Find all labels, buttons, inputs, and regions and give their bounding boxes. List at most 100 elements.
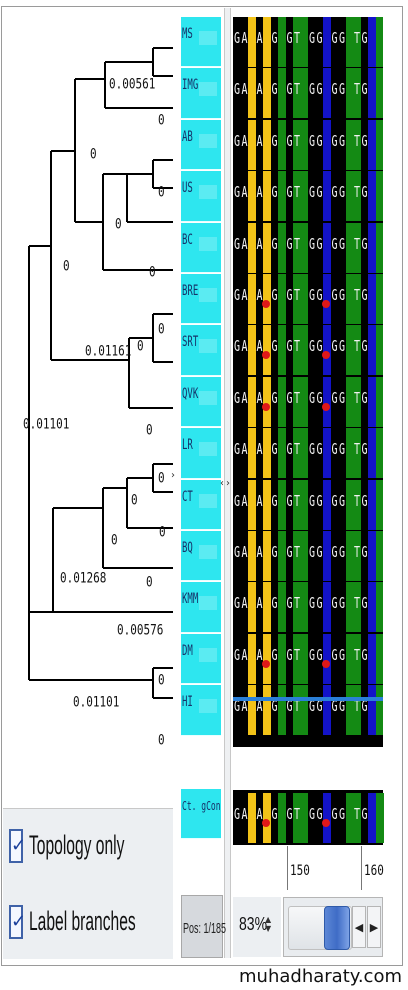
scrollbar-thumb[interactable] bbox=[324, 906, 350, 950]
stepper-icon[interactable]: ▲▼ bbox=[265, 915, 272, 933]
base-letter: G bbox=[331, 185, 338, 202]
consensus-name-row[interactable]: Ct. gCons bbox=[181, 789, 221, 839]
alignment-cell: A bbox=[240, 119, 249, 170]
alignment-cell: G bbox=[360, 68, 369, 119]
sequence-name-row[interactable]: LR bbox=[181, 428, 221, 479]
sequence-name: DM bbox=[182, 643, 193, 660]
alignment-cell bbox=[368, 68, 376, 119]
base-letter: G bbox=[286, 545, 293, 562]
name-highlight bbox=[199, 493, 217, 508]
zoom-control[interactable]: 83% ▲▼ bbox=[233, 897, 281, 957]
base-letter: G bbox=[271, 185, 278, 202]
base-letter: T bbox=[353, 288, 361, 305]
base-letter: T bbox=[353, 493, 361, 511]
base-letter: G bbox=[271, 133, 278, 151]
base-letter: G bbox=[233, 185, 241, 202]
base-letter: G bbox=[338, 31, 346, 48]
alignment-cell: G bbox=[270, 119, 279, 170]
alignment-cell bbox=[300, 376, 309, 427]
alignment-cell bbox=[375, 376, 383, 427]
sequence-name-row[interactable]: BRE bbox=[181, 274, 221, 325]
alignment-cell bbox=[300, 793, 309, 843]
label-branches-option[interactable]: ✓ Label branches bbox=[9, 897, 174, 947]
base-letter: A bbox=[256, 133, 263, 151]
base-letter: G bbox=[308, 390, 316, 408]
base-letter: G bbox=[361, 288, 368, 305]
sequence-name-row[interactable]: HI bbox=[181, 685, 221, 736]
alignment-cell: T bbox=[293, 68, 301, 119]
branch-label: 0 bbox=[149, 264, 156, 281]
arrow-right-icon[interactable]: ▶ bbox=[367, 906, 381, 948]
label-branches-checkbox[interactable]: ✓ bbox=[9, 905, 26, 939]
alignment-cell: A bbox=[240, 793, 249, 843]
alignment-cell: G bbox=[308, 633, 316, 684]
alignment-cell: G bbox=[270, 633, 279, 684]
alignment-cell: G bbox=[338, 531, 346, 581]
branch-label: 0.01101 bbox=[23, 416, 70, 433]
alignment-cell: G bbox=[270, 274, 279, 324]
base-letter: T bbox=[353, 185, 361, 202]
sequence-name-row[interactable]: SRT bbox=[181, 325, 221, 376]
alignment-cell: G bbox=[233, 68, 241, 119]
alignment-cell bbox=[248, 17, 256, 67]
alignment-cell bbox=[368, 119, 376, 170]
alignment-cell: G bbox=[233, 222, 241, 273]
sequence-name-row[interactable]: BC bbox=[181, 222, 221, 273]
alignment-cell bbox=[300, 479, 309, 530]
alignment-cell bbox=[323, 633, 331, 684]
alignment-cell bbox=[263, 793, 271, 843]
alignment-cell: G bbox=[308, 68, 316, 119]
tree-options-panel: ✓ Topology only ✓ Label branches bbox=[3, 808, 173, 959]
sequence-name: BQ bbox=[182, 541, 193, 557]
sequence-name-row[interactable]: US bbox=[181, 171, 221, 222]
base-letter: G bbox=[308, 339, 316, 356]
alignment-cell bbox=[248, 274, 256, 324]
sequence-name-row[interactable]: IMG bbox=[181, 68, 221, 119]
base-letter: G bbox=[361, 236, 368, 254]
base-letter: G bbox=[338, 339, 346, 356]
base-letter: A bbox=[256, 493, 263, 511]
base-letter: G bbox=[361, 82, 368, 99]
alignment-cell: G bbox=[338, 582, 346, 633]
name-highlight bbox=[199, 647, 217, 662]
sequence-name-row[interactable]: BQ bbox=[181, 531, 221, 582]
pane-splitter[interactable]: ‹ › bbox=[220, 8, 231, 958]
alignment-cell bbox=[345, 633, 354, 684]
sequence-name-row[interactable]: AB bbox=[181, 119, 221, 171]
arrow-left-icon[interactable]: ◀ bbox=[352, 906, 366, 948]
alignment-cell: T bbox=[353, 119, 361, 170]
alignment-cell bbox=[345, 582, 354, 633]
base-letter: G bbox=[316, 545, 323, 562]
alignment-cell: G bbox=[360, 119, 369, 170]
base-letter: T bbox=[293, 133, 301, 151]
base-letter: A bbox=[256, 545, 263, 562]
base-letter: T bbox=[293, 493, 301, 511]
base-letter: G bbox=[271, 545, 278, 562]
sequence-name-row[interactable]: MS bbox=[181, 17, 221, 68]
sequence-name-row[interactable]: DM bbox=[181, 633, 221, 685]
base-letter: G bbox=[338, 82, 346, 99]
alignment-cell bbox=[345, 685, 354, 736]
tree-pane[interactable]: 0.00561 0 0 0 0 0 0 0.01161 0 0 0.01101 … bbox=[3, 8, 175, 808]
splitter-grip-icon: › bbox=[171, 470, 175, 481]
name-highlight bbox=[199, 596, 217, 611]
sequence-name-row[interactable]: QVK bbox=[181, 376, 221, 428]
base-letter: T bbox=[293, 699, 301, 716]
base-letter: G bbox=[308, 288, 316, 305]
topology-only-option[interactable]: ✓ Topology only bbox=[9, 821, 174, 871]
alignment-cell: G bbox=[360, 685, 369, 736]
horizontal-scrollbar[interactable]: ◀ ▶ bbox=[283, 897, 383, 957]
alignment-cell: A bbox=[240, 17, 249, 67]
topology-only-checkbox[interactable]: ✓ bbox=[9, 829, 26, 863]
alignment-cell: G bbox=[338, 222, 346, 273]
base-letter: G bbox=[308, 699, 316, 716]
alignment-cell: G bbox=[285, 582, 294, 633]
base-letter: G bbox=[286, 699, 293, 716]
sequence-name-row[interactable]: KMM bbox=[181, 582, 221, 633]
sequence-name-row[interactable]: CT bbox=[181, 479, 221, 530]
alignment-cell bbox=[263, 274, 271, 324]
alignment-cell: G bbox=[285, 531, 294, 581]
